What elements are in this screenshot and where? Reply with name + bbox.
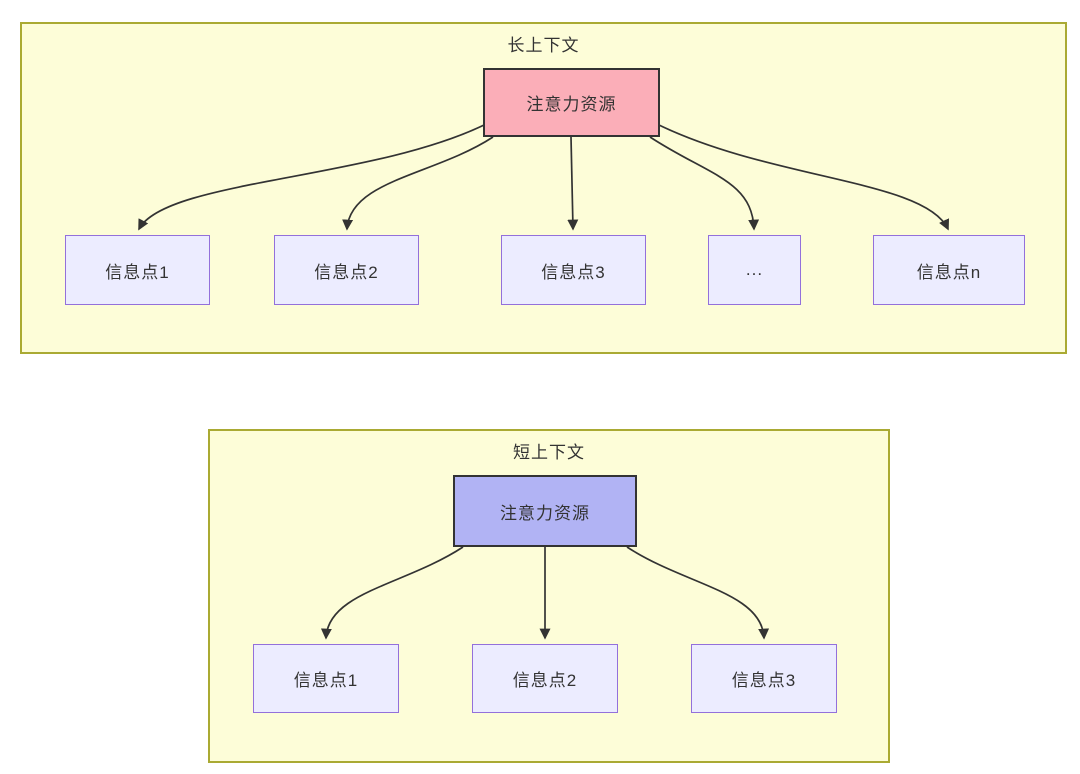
long-info-label-2: 信息点2 bbox=[314, 262, 379, 282]
long-attention-label: 注意力资源 bbox=[526, 95, 617, 114]
short-info-node-1: 信息点1 bbox=[253, 644, 399, 713]
long-info-label-n: 信息点n bbox=[916, 262, 982, 282]
long-info-label-1: 信息点1 bbox=[105, 262, 170, 282]
short-attention-node: 注意力资源 bbox=[453, 475, 637, 547]
short-info-node-2: 信息点2 bbox=[472, 644, 618, 713]
short-info-node-3: 信息点3 bbox=[691, 644, 837, 713]
long-info-node-3: 信息点3 bbox=[501, 235, 646, 305]
long-info-label-3: 信息点3 bbox=[541, 262, 606, 282]
long-info-node-n: 信息点n bbox=[873, 235, 1025, 305]
long-info-node-ellipsis: ... bbox=[708, 235, 801, 305]
short-attention-label: 注意力资源 bbox=[500, 503, 590, 523]
long-info-node-2: 信息点2 bbox=[274, 235, 419, 305]
short-info-label-2: 信息点2 bbox=[512, 671, 578, 690]
short-info-label-3: 信息点3 bbox=[731, 671, 797, 690]
long-info-label-ellipsis: ... bbox=[745, 260, 764, 279]
long-attention-node: 注意力资源 bbox=[483, 68, 660, 137]
short-info-label-1: 信息点1 bbox=[293, 671, 359, 690]
long-context-title: 长上下文 bbox=[507, 36, 580, 55]
long-info-node-1: 信息点1 bbox=[65, 235, 210, 305]
short-context-title: 短上下文 bbox=[513, 443, 585, 462]
